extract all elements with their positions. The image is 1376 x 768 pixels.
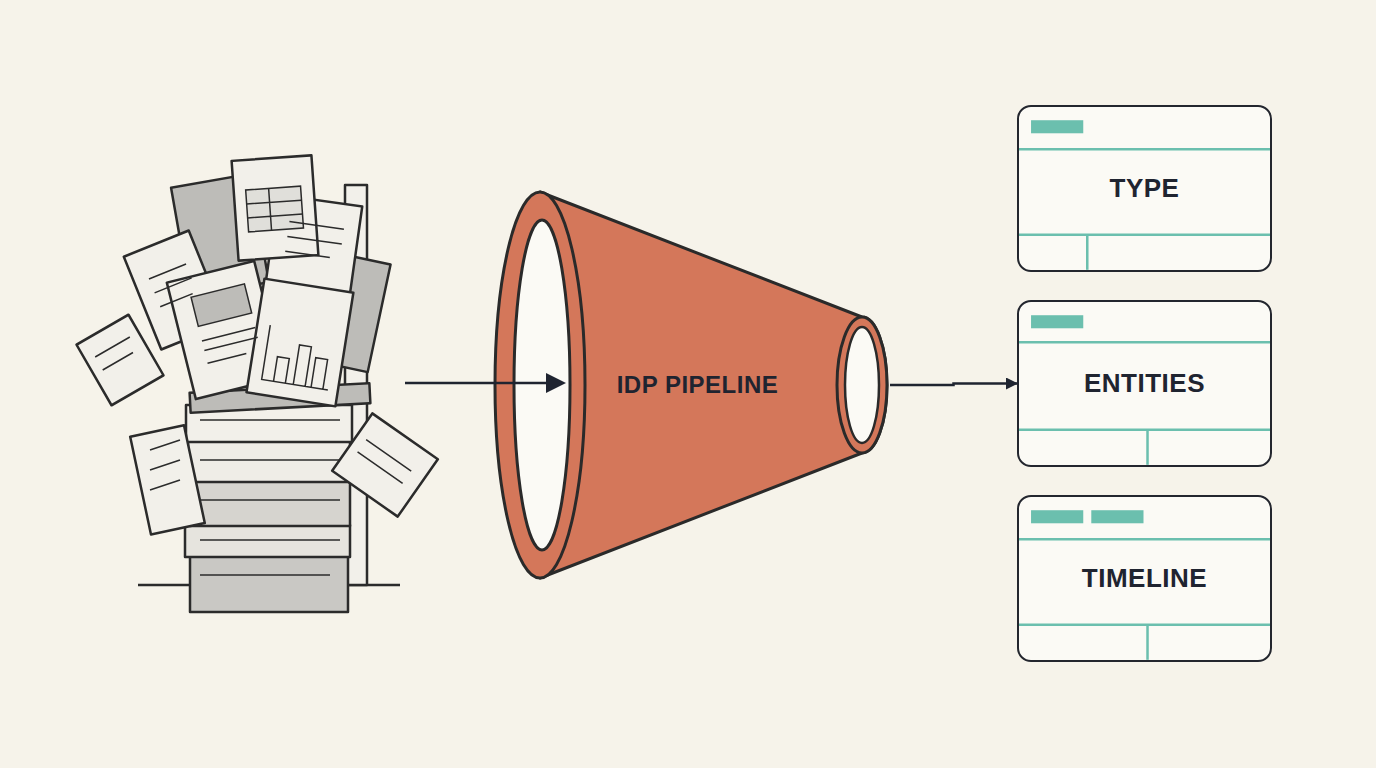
output-card: ENTITIES [1017, 300, 1272, 467]
output-card: TYPE [1017, 105, 1272, 272]
card-title: ENTITIES [1084, 368, 1205, 399]
output-card: TIMELINE [1017, 495, 1272, 662]
card-title: TYPE [1110, 173, 1180, 204]
pipeline-label: IDP PIPELINE [617, 371, 779, 399]
card-title: TIMELINE [1082, 563, 1207, 594]
flow-arrow [890, 384, 1017, 386]
